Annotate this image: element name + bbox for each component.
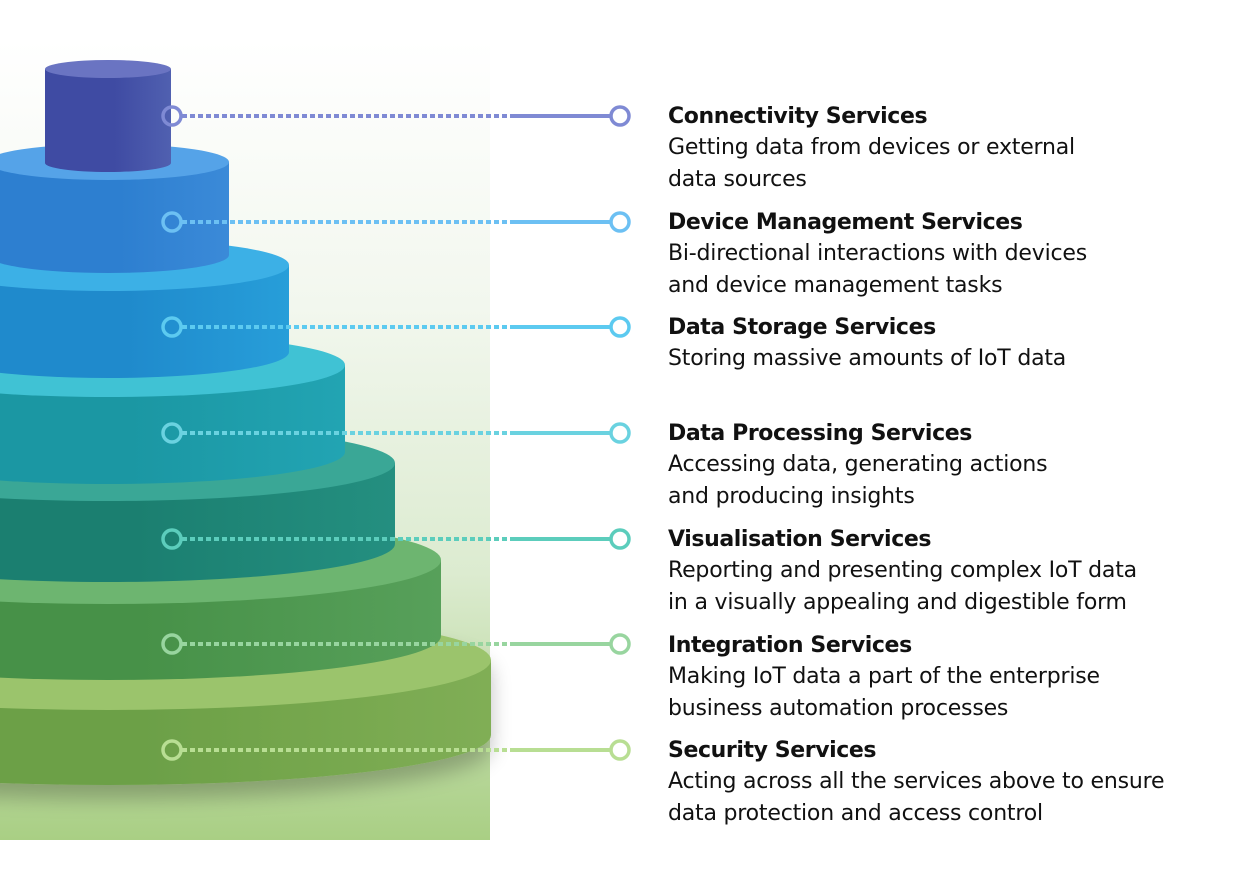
service-description: Making IoT data a part of the enterprise… [668, 664, 1100, 721]
tier-top [45, 60, 171, 78]
connector [161, 422, 631, 444]
pyramid-tier [45, 60, 171, 172]
tier-side [0, 162, 229, 273]
service-title: Security Services [668, 738, 877, 763]
connector-start-circle-icon [161, 422, 183, 444]
service-title: Visualisation Services [668, 527, 932, 552]
connector-start-circle-icon [161, 739, 183, 761]
connector-start-circle-icon [161, 633, 183, 655]
pyramid-tiers [0, 60, 491, 785]
service-description: Accessing data, generating actions and p… [668, 452, 1048, 509]
connector [161, 528, 631, 550]
service-title: Integration Services [668, 633, 912, 658]
connector [161, 105, 631, 127]
tier-side [45, 69, 171, 172]
connector-end-circle-icon [609, 316, 631, 338]
connectors [161, 105, 631, 761]
connector [161, 316, 631, 338]
service-description: Reporting and presenting complex IoT dat… [668, 558, 1137, 615]
connector [161, 211, 631, 233]
connector-start-circle-icon [161, 528, 183, 550]
service-description: Getting data from devices or external da… [668, 135, 1075, 192]
service-title: Data Storage Services [668, 315, 936, 340]
connector-end-circle-icon [609, 105, 631, 127]
service-description: Acting across all the services above to … [668, 769, 1165, 826]
connector [161, 739, 631, 761]
tier-side [0, 265, 289, 378]
connector-end-circle-icon [609, 633, 631, 655]
service-description: Bi-directional interactions with devices… [668, 241, 1087, 298]
connector-end-circle-icon [609, 739, 631, 761]
connector-end-circle-icon [609, 422, 631, 444]
service-title: Device Management Services [668, 210, 1023, 235]
service-description: Storing massive amounts of IoT data [668, 346, 1067, 371]
connector-start-circle-icon [161, 105, 183, 127]
connector-end-circle-icon [609, 528, 631, 550]
service-title: Connectivity Services [668, 104, 928, 129]
connector [161, 633, 631, 655]
connector-end-circle-icon [609, 211, 631, 233]
connector-start-circle-icon [161, 316, 183, 338]
connector-start-circle-icon [161, 211, 183, 233]
service-title: Data Processing Services [668, 421, 972, 446]
